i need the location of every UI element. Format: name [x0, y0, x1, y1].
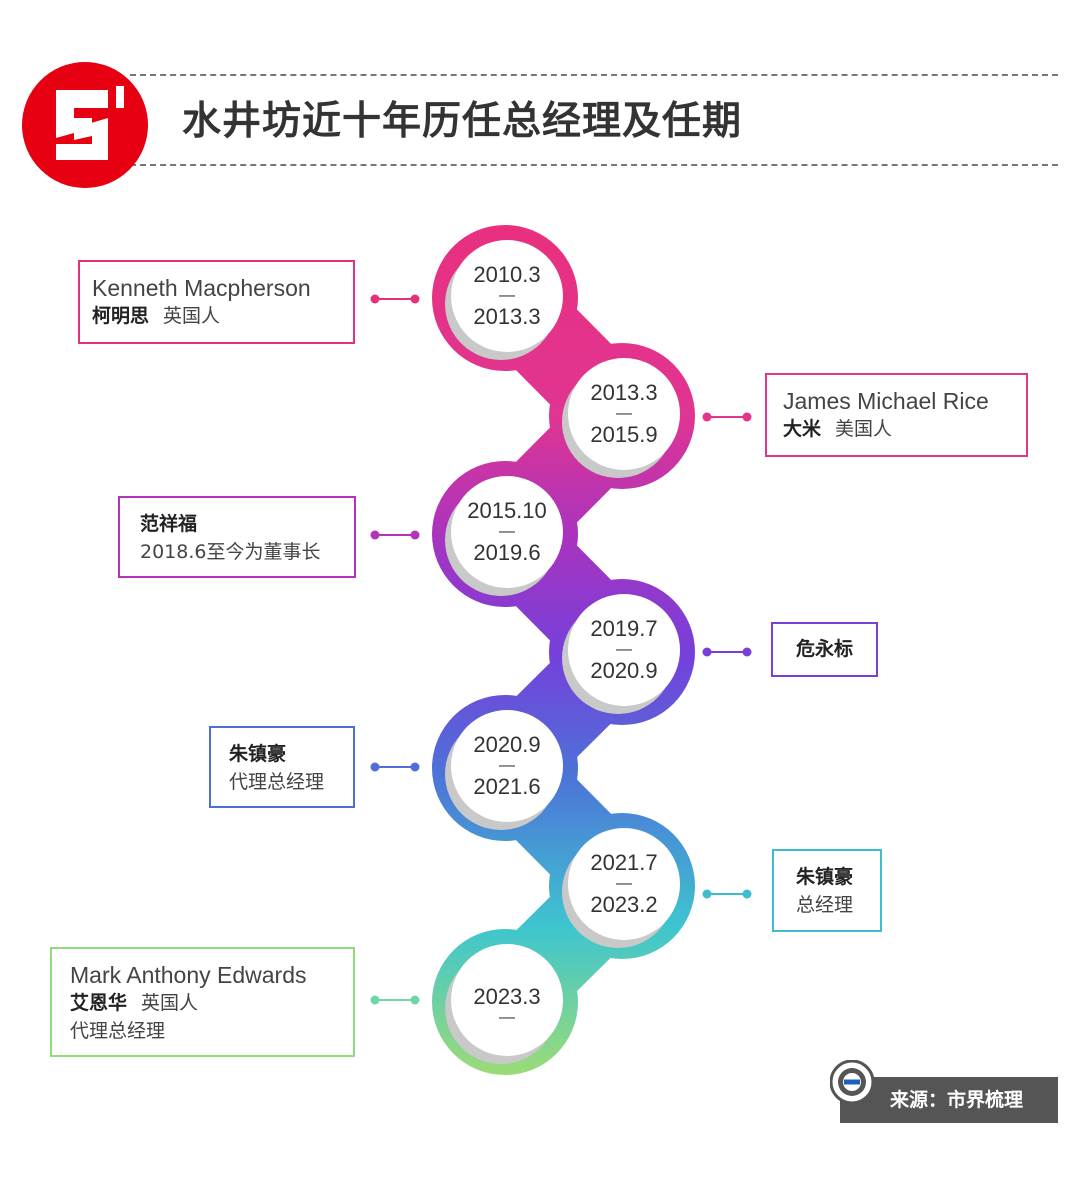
- connector-dot: [742, 412, 752, 422]
- chain-node-face: [568, 828, 680, 940]
- connector-dot: [410, 530, 420, 540]
- card-wei-yongbiao: 危永标: [771, 622, 878, 677]
- card-english-name: Mark Anthony Edwards: [70, 962, 307, 988]
- card-english-name: Kenneth Macpherson: [92, 275, 311, 301]
- chain-node-face: [451, 710, 563, 822]
- page-title: 水井坊近十年历任总经理及任期: [182, 99, 743, 144]
- date-start: 2010.3: [473, 262, 541, 287]
- card-chinese-name-line: 朱镇豪: [229, 740, 341, 768]
- card-zhu-zhenhao-acting: 朱镇豪 代理总经理: [209, 726, 355, 808]
- date-separator: —: [616, 405, 632, 422]
- date-end: 2015.9: [590, 422, 658, 447]
- node-date-range: 2015.10—2019.6: [447, 500, 567, 564]
- card-mark-anthony-edwards: Mark Anthony Edwards 艾恩华英国人 代理总经理: [50, 947, 355, 1057]
- chain-node-face: [568, 358, 680, 470]
- node-date-range: 2020.9—2021.6: [447, 734, 567, 798]
- date-start: 2019.7: [590, 616, 658, 641]
- node-date-range: 2010.3—2013.3: [447, 264, 567, 328]
- date-start: 2023.3: [473, 984, 541, 1009]
- card-chinese-name: 危永标: [795, 638, 853, 660]
- connector-dot: [702, 412, 712, 422]
- card-zhu-zhenhao-gm: 朱镇豪 总经理: [772, 849, 882, 932]
- date-start: 2013.3: [590, 380, 658, 405]
- connector-dot: [410, 995, 420, 1005]
- date-separator: —: [499, 523, 515, 540]
- card-chinese-name-line: 范祥福: [140, 510, 342, 538]
- date-separator: —: [616, 641, 632, 658]
- card-nationality: 美国人: [835, 418, 893, 440]
- date-separator: —: [499, 287, 515, 304]
- connector-dot: [370, 995, 380, 1005]
- card-note: 代理总经理: [70, 1020, 166, 1042]
- card-chinese-name: 艾恩华: [70, 992, 128, 1014]
- connector-dot: [410, 294, 420, 304]
- connector-dot: [742, 647, 752, 657]
- card-chinese-name-line: 危永标: [773, 635, 876, 663]
- date-start: 2021.7: [590, 850, 658, 875]
- connector-dot: [370, 530, 380, 540]
- card-chinese-name: 柯明思: [92, 305, 150, 327]
- chain-node-face: [451, 944, 563, 1056]
- card-chinese-name: 朱镇豪: [229, 743, 287, 765]
- date-end: 2013.3: [473, 304, 541, 329]
- card-chinese-name: 范祥福: [140, 513, 198, 535]
- connector-dot: [410, 762, 420, 772]
- connector-dot: [742, 889, 752, 899]
- card-note: 2018.6至今为董事长: [140, 541, 321, 563]
- connector-dot: [702, 889, 712, 899]
- node-date-range: 2013.3—2015.9: [564, 382, 684, 446]
- card-nationality: 英国人: [163, 305, 221, 327]
- brand-logo: [22, 62, 148, 188]
- card-chinese-name-line: 大米美国人: [783, 415, 1014, 443]
- date-separator: —: [616, 875, 632, 892]
- card-kenneth-macpherson: Kenneth Macpherson 柯明思英国人: [78, 260, 355, 344]
- card-chinese-name-line: 艾恩华英国人: [70, 989, 341, 1017]
- date-separator: —: [499, 757, 515, 774]
- card-nationality: 英国人: [141, 992, 199, 1014]
- date-end: 2020.9: [590, 658, 658, 683]
- connector-dot: [370, 294, 380, 304]
- date-start: 2020.9: [473, 732, 541, 757]
- connector-dot: [370, 762, 380, 772]
- date-end: 2023.2: [590, 892, 658, 917]
- date-separator: —: [499, 1009, 515, 1026]
- card-chinese-name-line: 朱镇豪: [796, 863, 868, 891]
- minus-circle-icon: [830, 1060, 874, 1104]
- card-english-name: James Michael Rice: [783, 388, 989, 414]
- node-date-range: 2019.7—2020.9: [564, 618, 684, 682]
- date-end: 2021.6: [473, 774, 541, 799]
- header-bottom-divider: [130, 164, 1058, 166]
- card-chinese-name: 大米: [783, 418, 822, 440]
- card-james-michael-rice: James Michael Rice 大米美国人: [765, 373, 1028, 457]
- date-end: 2019.6: [473, 540, 541, 565]
- node-date-range: 2021.7—2023.2: [564, 852, 684, 916]
- card-fan-xiangfu: 范祥福 2018.6至今为董事长: [118, 496, 356, 578]
- chain-node-face: [451, 476, 563, 588]
- chain-node-face: [568, 594, 680, 706]
- date-start: 2015.10: [467, 498, 547, 523]
- card-chinese-name-line: 柯明思英国人: [92, 302, 341, 330]
- node-date-range: 2023.3—: [447, 986, 567, 1028]
- connector-dot: [702, 647, 712, 657]
- card-note: 代理总经理: [229, 771, 325, 793]
- source-label: 来源：市界梳理: [840, 1077, 1058, 1123]
- card-note: 总经理: [796, 894, 854, 916]
- chain-node-face: [451, 240, 563, 352]
- card-chinese-name: 朱镇豪: [796, 866, 854, 888]
- header-top-divider: [130, 74, 1058, 76]
